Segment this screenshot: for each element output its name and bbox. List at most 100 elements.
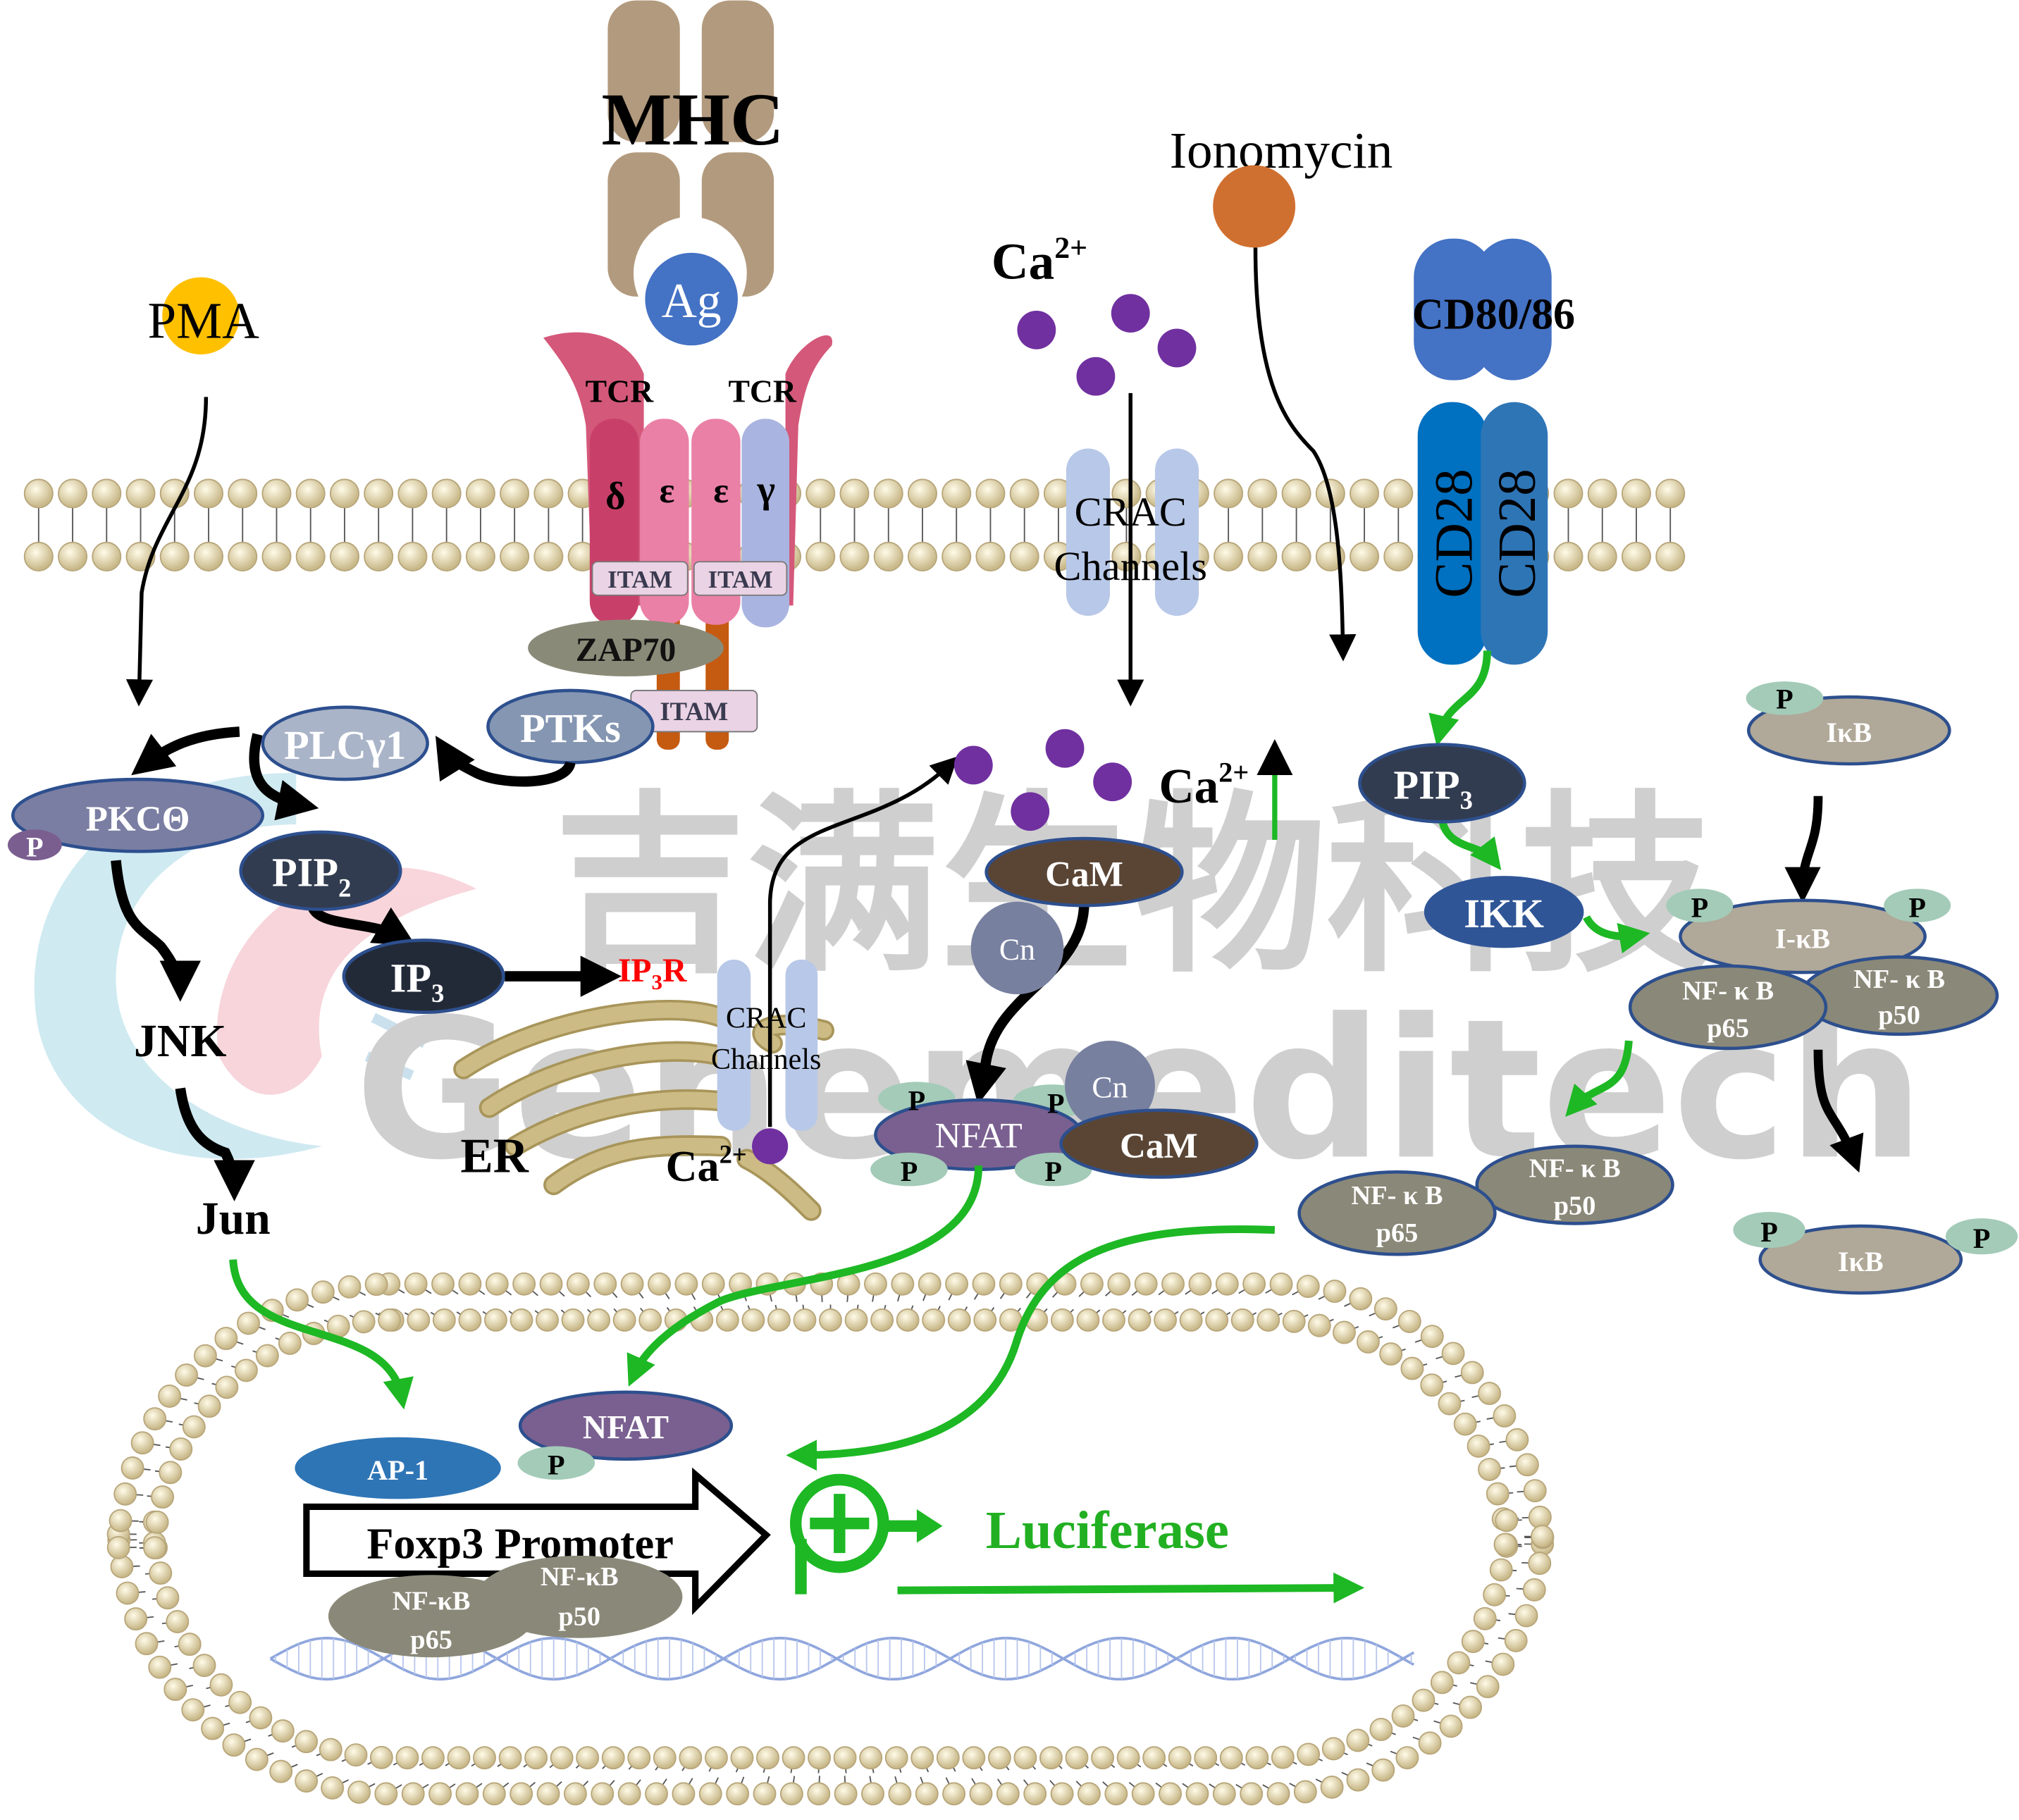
lipid-head <box>158 1385 182 1408</box>
lipid-head <box>1142 1746 1166 1770</box>
lipid-head <box>870 1308 894 1332</box>
lipid-head <box>566 1272 590 1296</box>
lipid-head <box>159 1461 183 1485</box>
lipid-head <box>1478 1382 1502 1406</box>
lipid-head <box>1104 1782 1128 1806</box>
lipid-head <box>1447 1651 1471 1675</box>
antigen <box>645 252 738 346</box>
svg-text:PTKs: PTKs <box>520 705 621 751</box>
lipid-head <box>524 1746 548 1770</box>
lipid-head <box>653 1746 677 1770</box>
lipid-head <box>193 1344 217 1368</box>
lipid-head <box>910 1746 934 1770</box>
svg-text:δ: δ <box>605 474 625 517</box>
itam-label: ITAM <box>660 697 728 726</box>
lipid-head <box>329 541 359 571</box>
lipid-head <box>1505 1428 1529 1451</box>
lipid-head <box>533 541 564 571</box>
lipid-head <box>1587 478 1617 509</box>
lipid-head <box>1050 1308 1074 1332</box>
lipid-head <box>620 1272 644 1296</box>
lipid-head <box>1023 1782 1047 1806</box>
lipid-head <box>1159 1782 1183 1806</box>
lipid-head <box>915 1782 939 1806</box>
lipid-head <box>1102 1308 1125 1332</box>
lipid-head <box>839 478 870 509</box>
lipid-head <box>1461 1630 1485 1654</box>
lipid-head <box>941 541 972 571</box>
lipid-head <box>159 541 190 571</box>
lipid-head <box>215 1375 239 1399</box>
phospho-p <box>7 829 62 861</box>
lipid-head <box>116 1581 140 1605</box>
lipid-head <box>228 541 258 571</box>
lipid-head <box>498 1746 522 1770</box>
lipid-head <box>550 1746 574 1770</box>
lipid-head <box>1397 1310 1421 1333</box>
lipid-head <box>428 1782 452 1806</box>
ca-top-label: Ca2+ <box>992 231 1087 290</box>
lipid-head <box>1587 541 1617 571</box>
pma-molecule <box>162 277 240 355</box>
lipid-head <box>1460 1361 1484 1385</box>
cd28 <box>1417 402 1488 665</box>
lipid-head <box>1493 1533 1517 1556</box>
lipid-head <box>222 1733 246 1757</box>
lipid-head <box>1212 1782 1236 1806</box>
lipid-head <box>234 1358 258 1382</box>
lipid-head <box>563 1782 587 1806</box>
lipid-head <box>698 1782 722 1806</box>
lipid-head <box>753 1782 777 1806</box>
svg-text:PIP3: PIP3 <box>1393 762 1472 815</box>
lipid-head <box>148 1655 172 1679</box>
lipid-head <box>973 1308 997 1332</box>
lipid-head <box>269 1759 293 1783</box>
lipid-head <box>181 1698 205 1722</box>
lipid-head <box>338 1275 362 1299</box>
lipid-head <box>1379 1342 1403 1366</box>
svg-text:NF- κ B: NF- κ B <box>1853 965 1945 994</box>
lipid-head <box>888 1782 912 1806</box>
lipid-head <box>701 1272 725 1296</box>
lipid-head <box>319 1738 342 1762</box>
ikk <box>1424 876 1584 948</box>
lipid-head <box>1514 1604 1538 1628</box>
svg-text:p65: p65 <box>1707 1013 1749 1043</box>
lipid-head <box>1504 1628 1528 1652</box>
lipid-head <box>431 541 462 571</box>
lipid-head <box>1013 1746 1037 1770</box>
lipid-head <box>1349 1287 1373 1311</box>
lipid-head <box>1321 1737 1345 1761</box>
svg-text:p65: p65 <box>410 1625 452 1654</box>
ap1 <box>295 1437 501 1499</box>
calcineurin <box>970 901 1064 995</box>
lipid-head <box>861 1782 884 1806</box>
lipid-head <box>344 1743 368 1767</box>
svg-text:CaM: CaM <box>1045 855 1123 895</box>
lipid-head <box>143 1407 167 1431</box>
svg-text:PKCΘ: PKCΘ <box>86 799 190 839</box>
itam-label: ITAM <box>607 566 672 593</box>
plcg1 <box>261 705 429 781</box>
lipid-head <box>756 1746 779 1770</box>
lipid-head <box>209 1673 233 1697</box>
lipid-head <box>1333 1320 1356 1344</box>
lipid-head <box>1383 541 1414 571</box>
lipid-head <box>645 1782 668 1806</box>
ca-er-label: Ca2+ <box>666 1140 747 1191</box>
lipid-head <box>1215 1272 1239 1296</box>
svg-text:AP-1: AP-1 <box>367 1454 428 1486</box>
lipid-head <box>447 1746 471 1770</box>
lipid-head <box>1346 1728 1370 1752</box>
lipid-head <box>593 1272 617 1296</box>
lipid-head <box>1459 1695 1482 1719</box>
cd80-86 <box>1414 238 1552 380</box>
luciferase-label: Luciferase <box>986 1500 1229 1560</box>
pip3 <box>1358 743 1526 824</box>
lipid-head <box>907 541 937 571</box>
lipid-head <box>1271 1745 1295 1769</box>
svg-text:I-κB: I-κB <box>1775 922 1830 954</box>
lipid-head <box>1493 1404 1517 1428</box>
nfkb-nuclear: NF-κB p65 NF-κB p50 <box>328 1555 683 1658</box>
svg-text:CD28: CD28 <box>1487 469 1547 598</box>
